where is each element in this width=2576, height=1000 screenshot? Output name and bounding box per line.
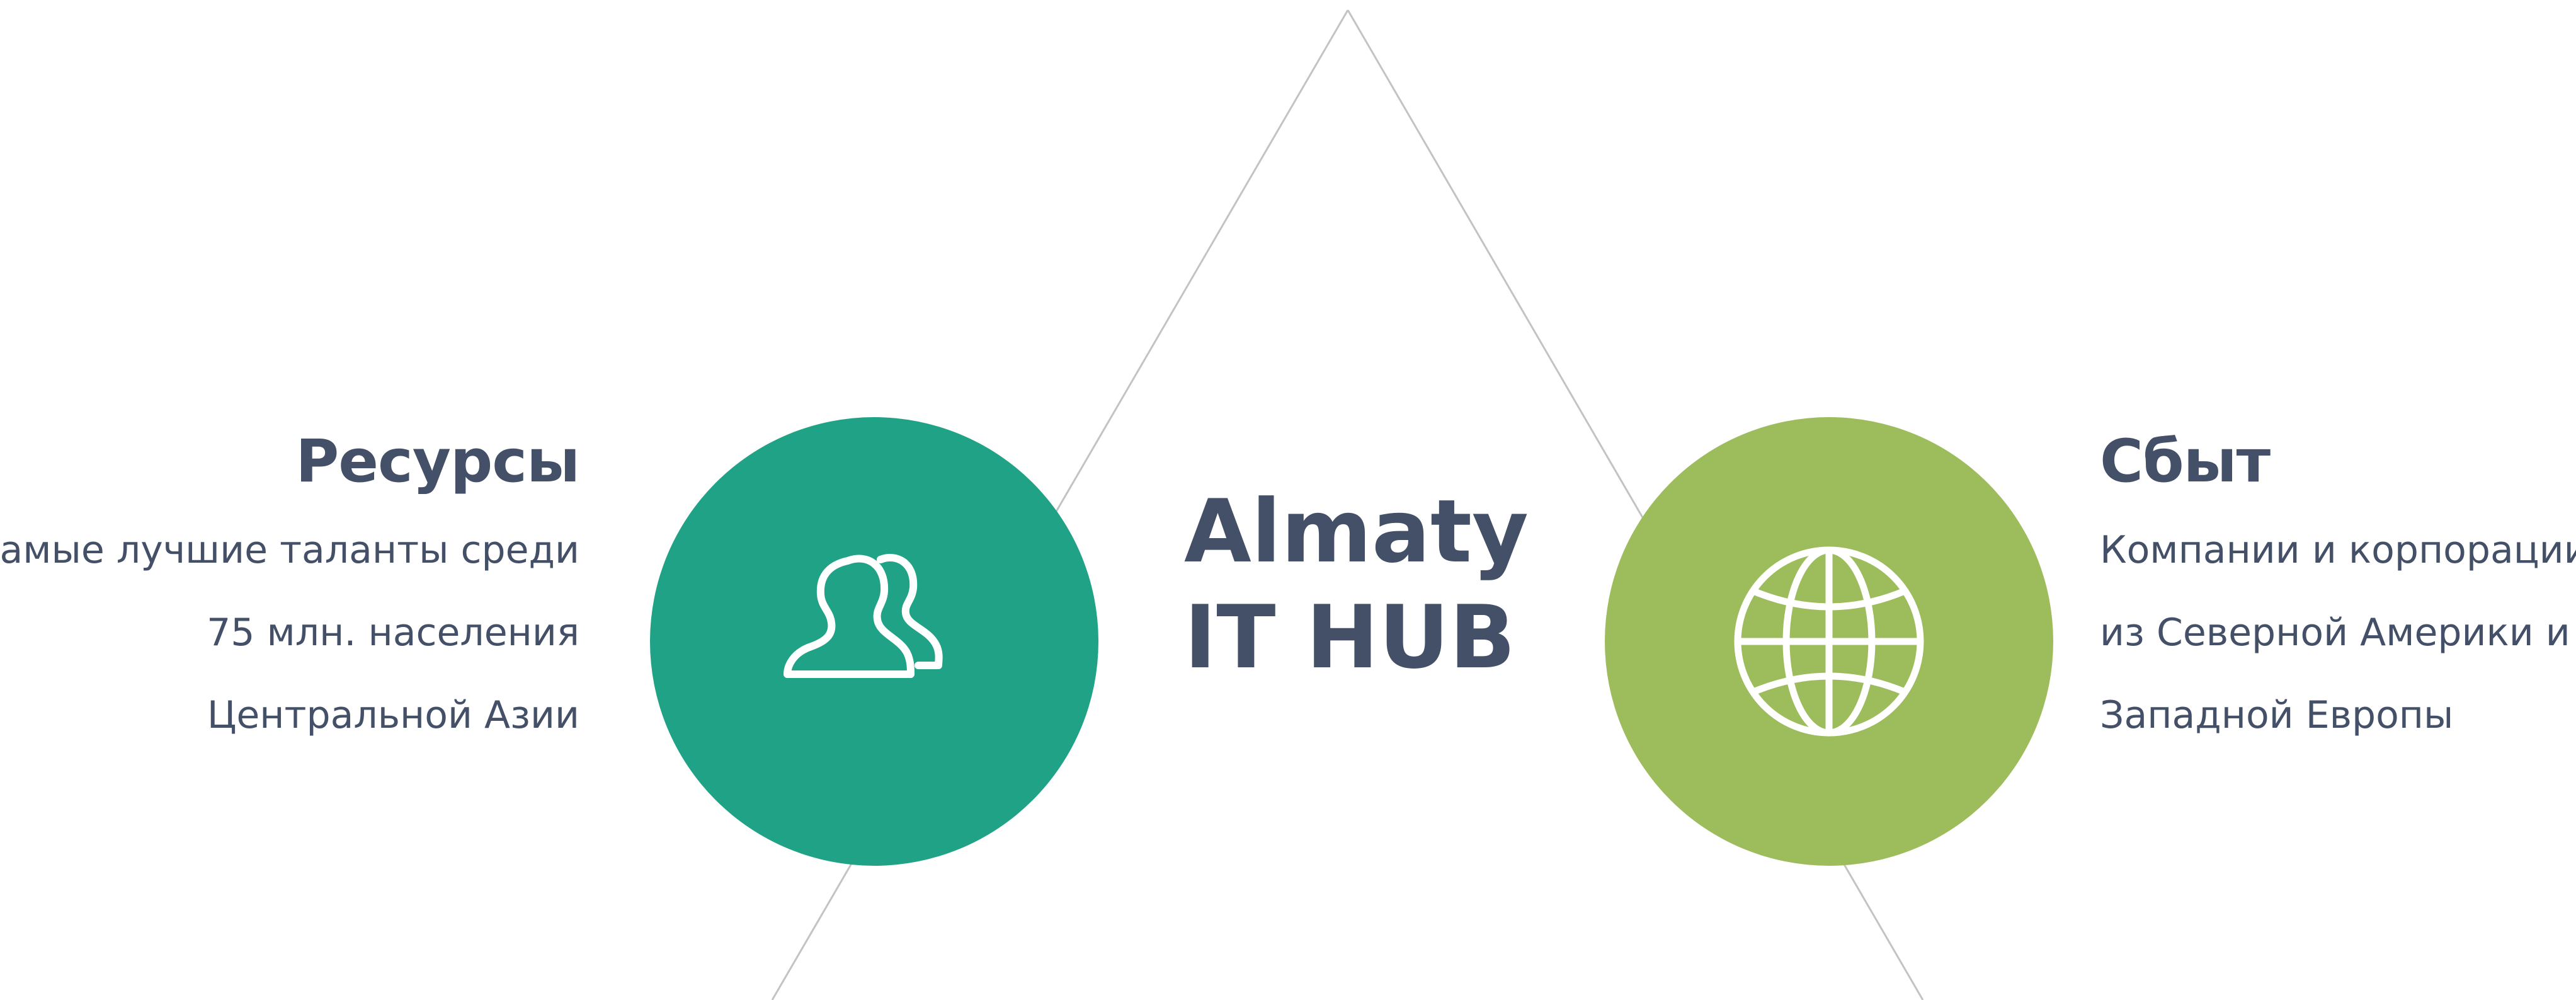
resources-description: Самые лучшие таланты среди 75 млн. насел… — [0, 509, 579, 757]
resources-line: Центральной Азии — [207, 693, 579, 737]
resources-title: Ресурсы — [295, 427, 580, 496]
resources-circle — [650, 417, 1098, 866]
resources-line: Самые лучшие таланты среди — [0, 528, 579, 572]
resources-line: 75 млн. населения — [207, 611, 579, 655]
users-icon — [784, 554, 943, 678]
sales-line: Западной Европы — [2100, 693, 2454, 737]
hub-title: Almaty IT HUB — [1184, 479, 1529, 691]
hub-title-line2: IT HUB — [1184, 587, 1516, 688]
globe-icon — [1734, 546, 1924, 737]
sales-description: Компании и корпорации из Северной Америк… — [2100, 509, 2576, 757]
hub-title-line1: Almaty — [1184, 481, 1529, 582]
sales-circle — [1605, 417, 2053, 866]
sales-title: Сбыт — [2100, 427, 2271, 496]
sales-line: Компании и корпорации — [2100, 528, 2576, 572]
sales-line: из Северной Америки и — [2100, 611, 2570, 655]
